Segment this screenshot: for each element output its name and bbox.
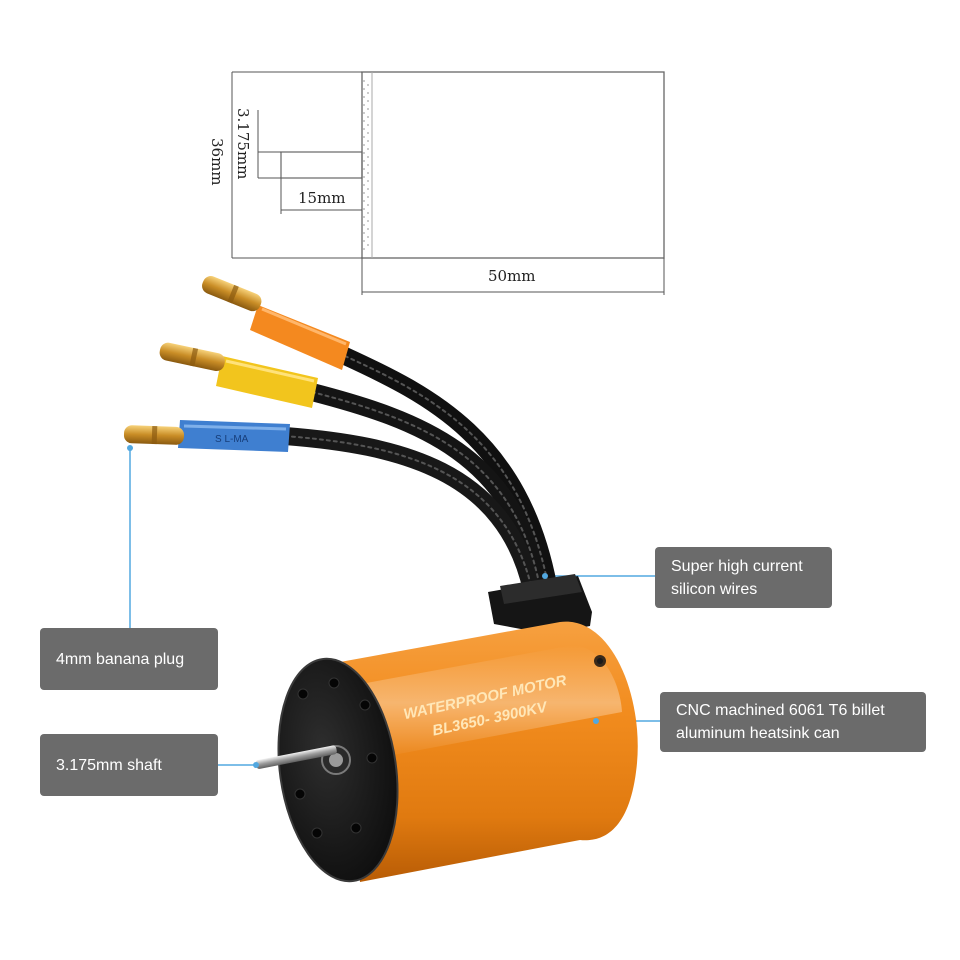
banana-plug-bottom xyxy=(123,425,185,445)
callout-text: Super high current xyxy=(671,557,803,575)
callout-text: silicon wires xyxy=(671,580,758,598)
sleeve-yellow xyxy=(216,356,318,408)
sleeve-orange xyxy=(250,305,350,370)
callout-text: 4mm banana plug xyxy=(56,650,185,668)
drawing-motor-body xyxy=(361,71,665,259)
wire-exit-block xyxy=(488,573,592,634)
callout-text: aluminum heatsink can xyxy=(676,725,840,742)
plug-pointer-dot xyxy=(127,445,133,451)
dim-diameter-label: 36mm xyxy=(208,138,226,186)
sleeves: S L-MA xyxy=(178,305,350,452)
drawing-shaft xyxy=(280,151,363,179)
motor: WATERPROOF MOTOR BL3650- 3900KV xyxy=(253,621,638,883)
wires xyxy=(276,347,557,599)
dim-shaft-length-label: 15mm xyxy=(298,189,346,207)
banana-plugs xyxy=(123,276,262,451)
sleeve-print: S L-MA xyxy=(215,434,249,445)
motor-shaft xyxy=(255,745,337,769)
callout-shaft: 3.175mm shaft xyxy=(40,734,218,796)
dim-length-label: 50mm xyxy=(488,267,536,285)
technical-drawing xyxy=(231,71,665,295)
wire-middle xyxy=(303,383,549,597)
dim-shaft-diameter-label: 3.175mm xyxy=(234,108,252,179)
callout-banana-plug: 4mm banana plug xyxy=(40,628,218,690)
banana-plug-middle xyxy=(159,342,225,372)
banana-plug-top xyxy=(202,276,262,312)
callout-text: 3.175mm shaft xyxy=(56,756,162,774)
callout-silicon-wires: Super high current silicon wires xyxy=(655,547,832,608)
callout-text: CNC machined 6061 T6 billet xyxy=(676,702,885,719)
callout-heatsink-can: CNC machined 6061 T6 billet aluminum hea… xyxy=(660,692,926,752)
